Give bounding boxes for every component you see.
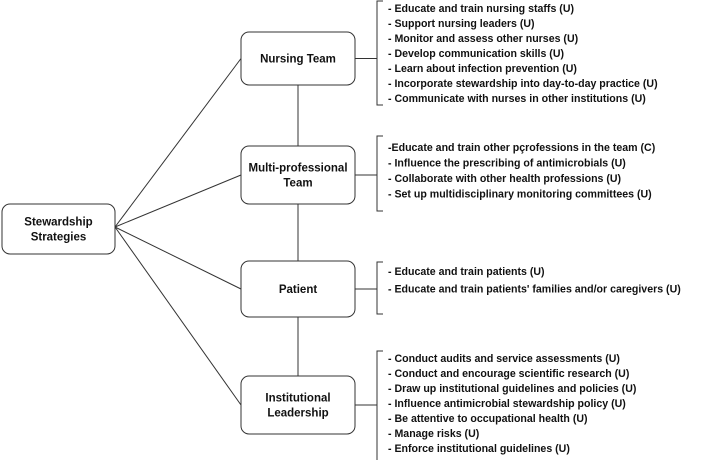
list-item: - Conduct audits and service assessments… [388,353,620,365]
root-node-stewardship-strategies-label-line: Stewardship [24,217,92,229]
item-list-multi-professional-team: -Educate and train other pçrofessions in… [388,142,655,201]
list-item: - Communicate with nurses in other insti… [388,93,646,105]
bracket-multi-professional-team [376,135,383,212]
list-item: - Develop communication skills (U) [388,48,564,60]
bracket-institutional-leadership [376,350,383,460]
list-item: - Influence antimicrobial stewardship po… [388,398,626,410]
item-lists: - Educate and train nursing staffs (U) - … [388,3,681,455]
list-item: -Educate and train other pçrofessions in… [388,142,655,154]
connector-root-to-institutional-leadership [114,226,242,406]
root-node-stewardship-strategies-label-line: Strategies [31,232,87,244]
item-list-nursing-team: - Educate and train nursing staffs (U) - … [388,3,658,105]
category-node-patient: Patient [240,260,356,318]
list-item: - Collaborate with other health professi… [388,173,621,185]
connector-root-to-patient [114,226,242,290]
list-item: - Learn about infection prevention (U) [388,63,577,75]
item-list-institutional-leadership: - Conduct audits and service assessments… [388,353,636,455]
connectors [114,58,377,406]
root-node-stewardship-strategies-box [1,203,116,255]
list-item: - Set up multidisciplinary monitoring co… [388,189,652,201]
list-item: - Enforce institutional guidelines (U) [388,443,570,455]
category-node-nursing-team: Nursing Team [240,31,356,86]
list-item: - Conduct and encourage scientific resea… [388,368,629,380]
category-node-nursing-team-label-line: Nursing Team [260,54,336,66]
category-node-patient-box [240,260,356,318]
list-item: - Influence the prescribing of antimicro… [388,158,626,170]
connector-root-to-multi-professional-team [114,174,242,228]
list-item: - Educate and train patients' families a… [388,284,681,296]
category-node-patient-label-line: Patient [279,284,318,296]
connector-root-to-nursing-team [114,58,242,228]
list-item: - Draw up institutional guidelines and p… [388,383,636,395]
bracket-patient [376,261,383,315]
item-list-patient: - Educate and train patients (U) - Educat… [388,266,681,296]
list-item: - Incorporate stewardship into day-to-da… [388,78,658,90]
category-node-multi-professional-team-label-line: Multi-professional [248,163,347,175]
list-item: - Manage risks (U) [388,428,479,440]
list-item: - Monitor and assess other nurses (U) [388,33,578,45]
list-item: - Educate and train patients (U) [388,266,545,278]
list-item: - Educate and train nursing staffs (U) [388,3,574,15]
category-node-multi-professional-team-box [240,145,356,205]
item-brackets [376,0,383,460]
list-item: - Support nursing leaders (U) [388,18,535,30]
category-node-nursing-team-box [240,31,356,86]
category-node-institutional-leadership-box [240,375,356,435]
category-node-multi-professional-team-label-line: Team [283,178,312,190]
list-item: - Be attentive to occupational health (U… [388,413,588,425]
category-node-institutional-leadership-label-line: Leadership [267,408,328,420]
bracket-nursing-team [376,0,383,106]
category-node-institutional-leadership-label-line: Institutional [265,393,330,405]
